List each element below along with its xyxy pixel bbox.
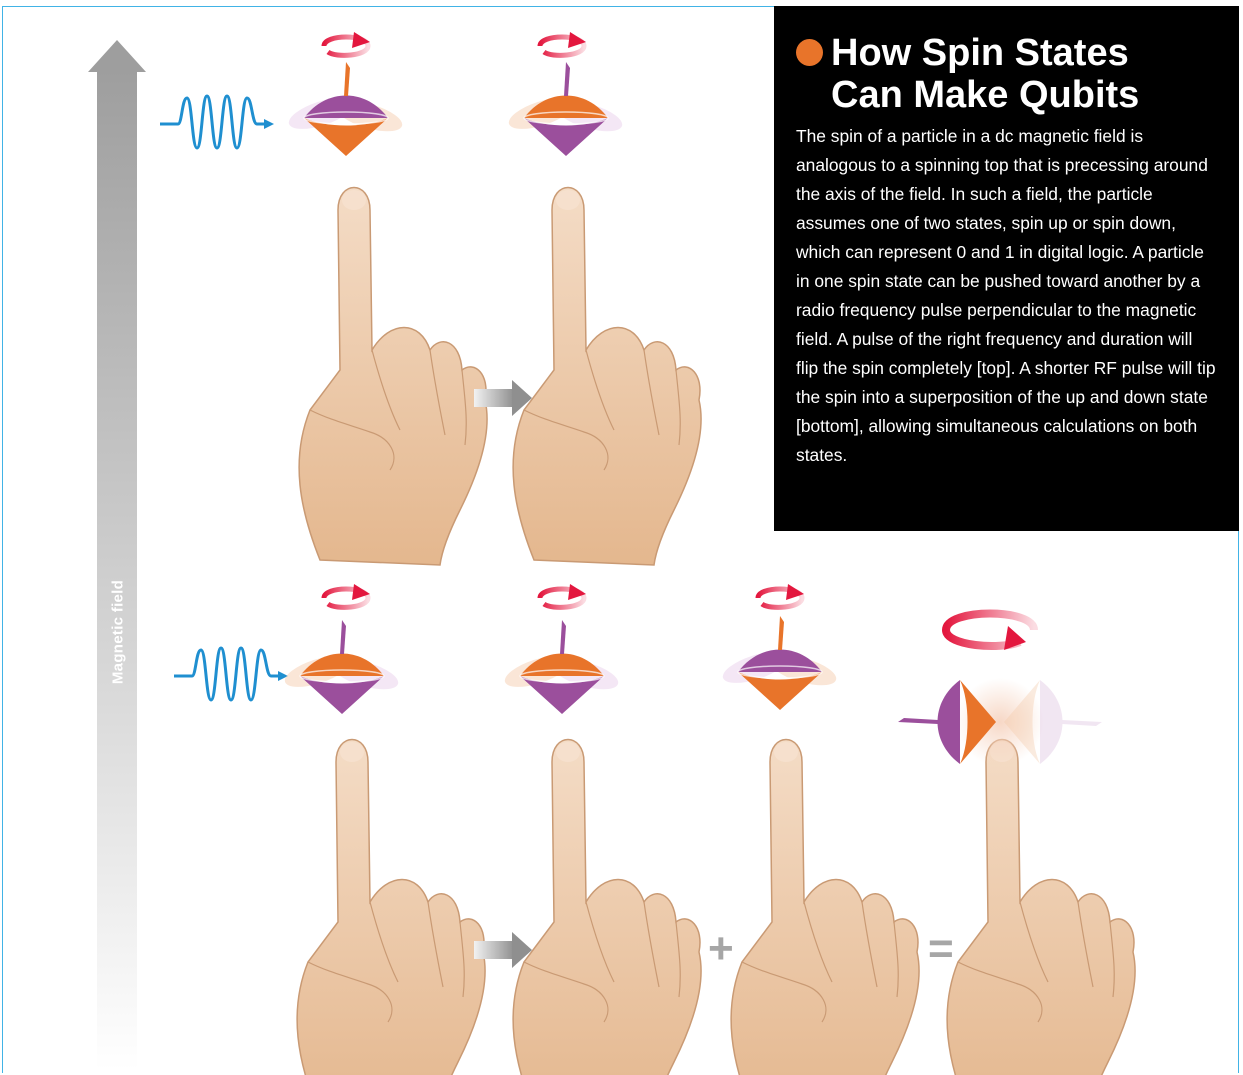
spinning-top	[719, 616, 839, 710]
rotation-arrow-icon	[324, 32, 370, 55]
hand	[297, 740, 485, 1075]
magnetic-field-arrow	[88, 40, 146, 1071]
explanation-panel: How Spin States Can Make Qubits The spin…	[774, 6, 1239, 531]
rf-pulse-icon	[174, 648, 288, 700]
panel-title: How Spin States Can Make Qubits	[831, 32, 1139, 116]
equals-operator: =	[928, 924, 954, 974]
hand	[513, 188, 701, 566]
magnetic-field-label: Magnetic field	[110, 580, 127, 684]
rotation-arrow-icon	[758, 584, 804, 607]
rotation-arrow-icon	[324, 584, 370, 607]
plus-operator: +	[708, 924, 734, 974]
hand	[731, 740, 919, 1075]
spinning-top	[285, 62, 405, 156]
hand	[299, 188, 487, 566]
rotation-arrow-icon	[540, 584, 586, 607]
superposition-top	[898, 678, 1102, 766]
bullet-dot-icon	[796, 39, 823, 66]
spinning-top	[501, 620, 621, 714]
spinning-top	[281, 620, 401, 714]
panel-header: How Spin States Can Make Qubits	[796, 32, 1217, 116]
spinning-top	[505, 62, 625, 156]
hand	[947, 740, 1135, 1075]
rf-pulse-icon	[160, 96, 274, 148]
panel-body: The spin of a particle in a dc magnetic …	[796, 122, 1217, 470]
hand	[513, 740, 701, 1075]
rotation-arrow-icon	[946, 614, 1034, 651]
rotation-arrow-icon	[540, 32, 586, 55]
